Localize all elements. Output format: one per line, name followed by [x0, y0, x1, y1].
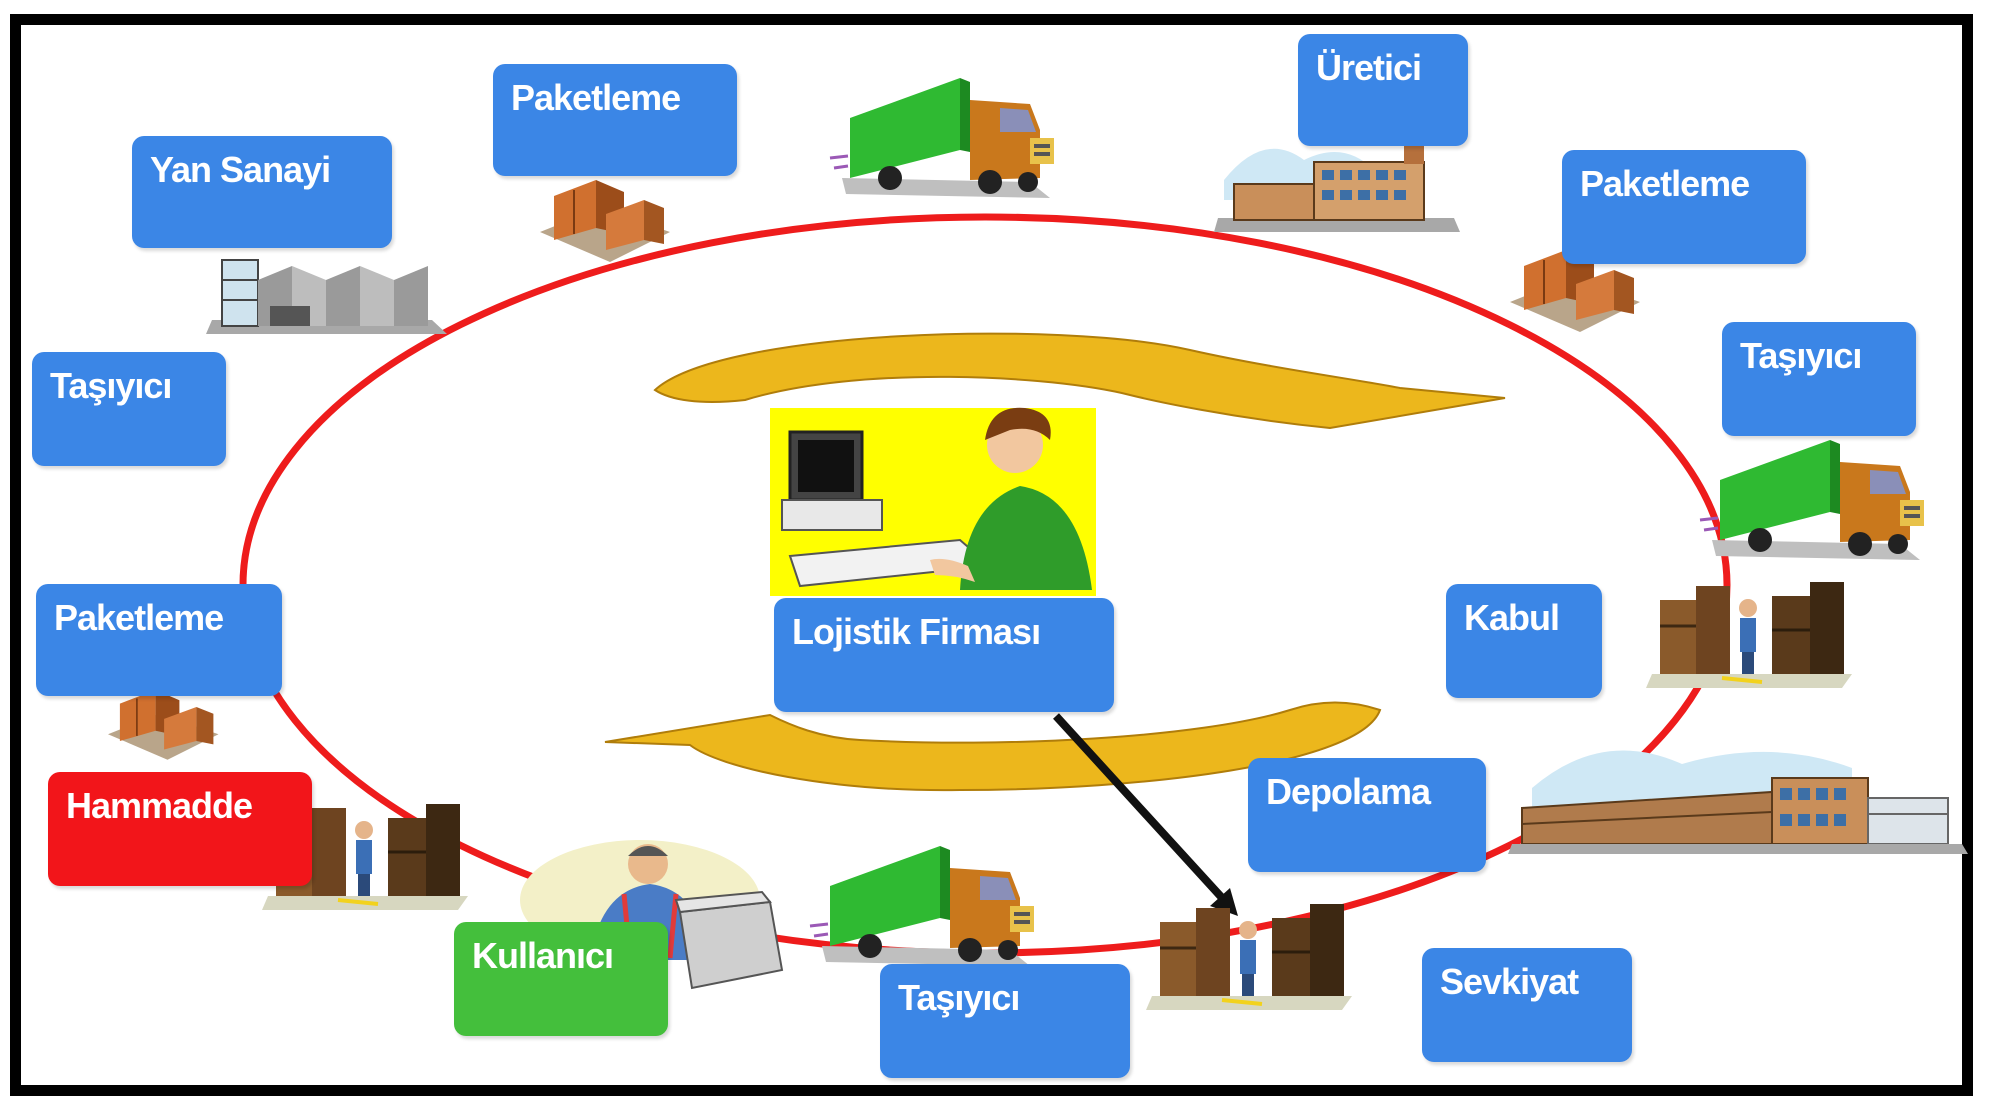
node-depolama[interactable]: Depolama [1248, 758, 1486, 872]
warehouse-building-icon [1507, 749, 1969, 855]
node-label: Paketleme [54, 597, 224, 638]
node-tasiyici-bottom[interactable]: Taşıyıcı [880, 964, 1130, 1078]
node-kullanici[interactable]: Kullanıcı [454, 922, 668, 1036]
flow-arrow-top [653, 332, 1506, 430]
node-tasiyici-left[interactable]: Taşıyıcı [32, 352, 226, 466]
node-paketleme-left[interactable]: Paketleme [36, 584, 282, 696]
flow-arrow-bottom [604, 701, 1382, 792]
node-label: Paketleme [511, 77, 681, 118]
node-label: Paketleme [1580, 163, 1750, 204]
node-paketleme-top-right[interactable]: Paketleme [1562, 150, 1806, 264]
node-label: Sevkiyat [1440, 961, 1579, 1002]
boxes-icon [539, 179, 671, 263]
center-label: Lojistik Firması [792, 611, 1041, 652]
operator-at-computer-icon [770, 407, 1096, 596]
node-label: Taşıyıcı [50, 365, 172, 406]
node-label: Depolama [1266, 771, 1431, 812]
node-label: Taşıyıcı [1740, 335, 1862, 376]
node-uretici[interactable]: Üretici [1298, 34, 1468, 146]
node-label: Hammadde [66, 785, 253, 826]
node-label: Yan Sanayi [150, 149, 331, 190]
node-sevkiyat[interactable]: Sevkiyat [1422, 948, 1632, 1062]
truck-icon [1698, 438, 1926, 562]
node-label: Üretici [1316, 47, 1422, 88]
warehouse-worker-icon [1144, 902, 1354, 1012]
warehouse-worker-icon [1644, 580, 1854, 690]
center-lojistik-firmasi[interactable]: Lojistik Firması [774, 598, 1114, 712]
truck-icon [808, 844, 1036, 968]
node-label: Kullanıcı [472, 935, 614, 976]
factory-icon [1213, 145, 1461, 233]
connector-arrow [1053, 713, 1238, 916]
node-hammadde[interactable]: Hammadde [48, 772, 312, 886]
node-yan-sanayi[interactable]: Yan Sanayi [132, 136, 392, 248]
node-label: Kabul [1464, 597, 1560, 638]
node-tasiyici-right[interactable]: Taşıyıcı [1722, 322, 1916, 436]
node-label: Taşıyıcı [898, 977, 1020, 1018]
truck-icon [828, 76, 1056, 200]
factory-icon [205, 259, 448, 335]
boxes-icon [107, 689, 220, 761]
node-paketleme-top[interactable]: Paketleme [493, 64, 737, 176]
node-kabul[interactable]: Kabul [1446, 584, 1602, 698]
